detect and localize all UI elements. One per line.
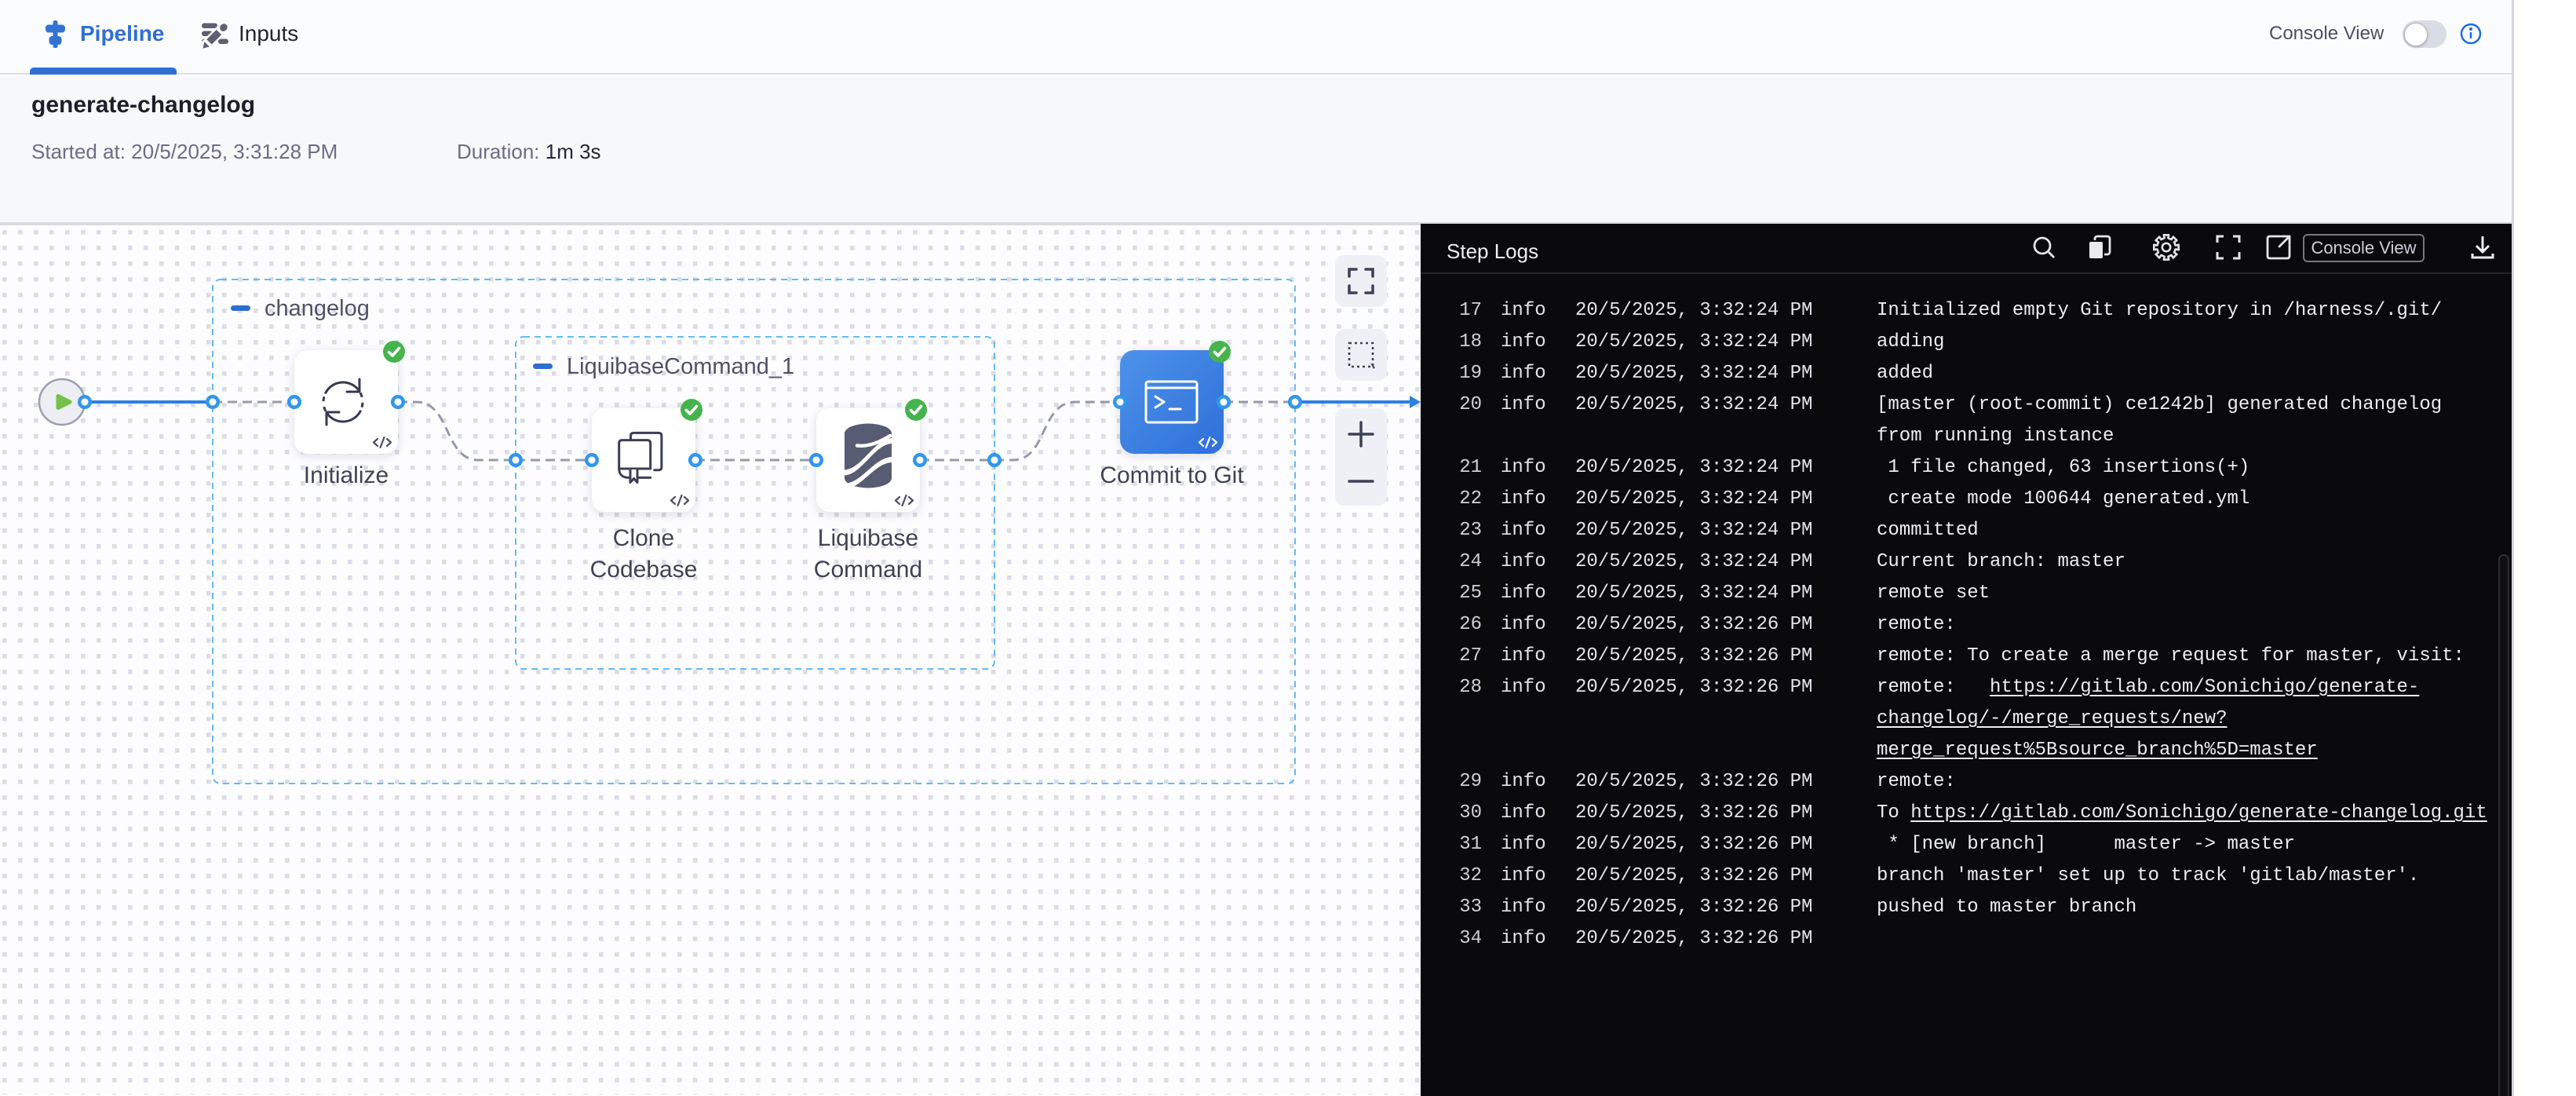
- svg-text:Initialize: Initialize: [304, 462, 389, 488]
- svg-text:LiquibaseCommand_1: LiquibaseCommand_1: [567, 354, 794, 379]
- svg-text:Commit to Git: Commit to Git: [1100, 462, 1244, 488]
- svg-text:Codebase: Codebase: [590, 557, 698, 583]
- svg-text:changelog: changelog: [265, 296, 370, 321]
- svg-text:Clone: Clone: [613, 525, 674, 551]
- svg-text:Command: Command: [814, 557, 922, 583]
- svg-text:Liquibase: Liquibase: [818, 525, 918, 551]
